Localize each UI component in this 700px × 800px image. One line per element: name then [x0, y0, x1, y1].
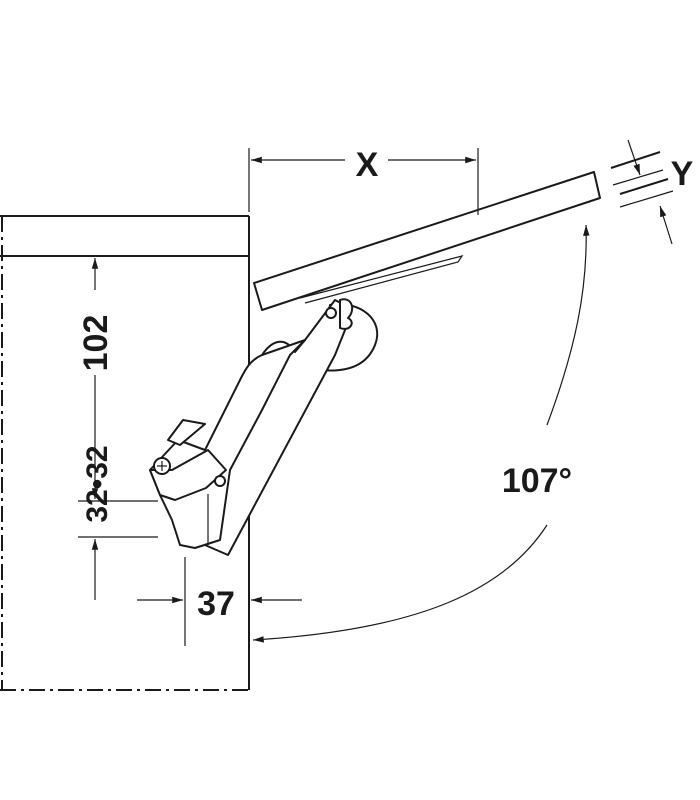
dimension-x: X — [248, 146, 479, 215]
dimension-37-label: 37 — [197, 585, 235, 623]
dimension-vertical: 102 32•32 — [77, 258, 158, 600]
dimension-x-label: X — [356, 146, 379, 184]
dimension-angle: 107° — [252, 224, 590, 643]
dimension-angle-label: 107° — [502, 462, 572, 500]
dimension-32-32-label: 32•32 — [81, 445, 114, 522]
hinge-mechanism — [149, 298, 379, 556]
dimension-102-label: 102 — [77, 315, 115, 372]
dimension-y: Y — [612, 139, 694, 245]
flap-door — [253, 151, 669, 311]
pivot-pin-icon — [325, 307, 337, 319]
dimension-37: 37 — [137, 557, 302, 646]
dimension-y-label: Y — [671, 155, 694, 193]
screw-icon — [214, 475, 226, 487]
